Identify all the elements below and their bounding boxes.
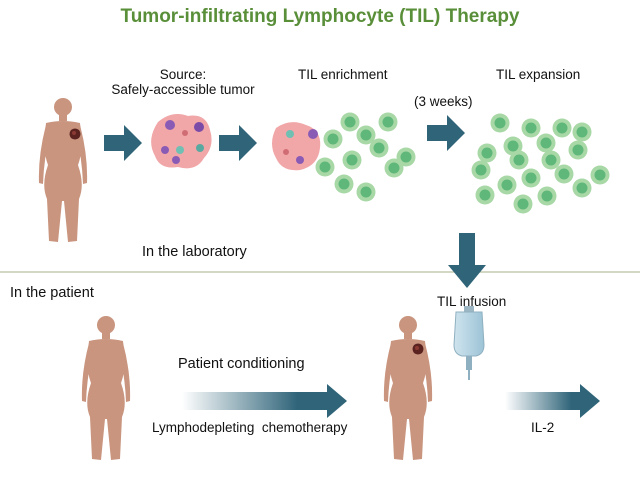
source-label-line2: Safely-accessible tumor <box>111 82 255 97</box>
iv-bag-icon <box>453 306 485 380</box>
infusion-label: TIL infusion <box>437 294 507 309</box>
tumor-site-icon <box>69 128 81 140</box>
arrow-expansion <box>427 115 465 151</box>
chemo-word-2: chemotherapy <box>261 420 348 435</box>
arrow-source <box>104 125 142 161</box>
arrow-enrichment <box>219 125 257 161</box>
conditioning-label: Patient conditioning <box>178 356 305 372</box>
tumor-mass <box>151 114 212 169</box>
arrow-il2 <box>505 384 600 418</box>
til-cells-enrichment <box>315 112 416 202</box>
tumor-site-icon <box>412 343 424 355</box>
patient-figure-after <box>383 316 433 460</box>
arrow-infusion-down <box>448 233 486 288</box>
expansion-label: TIL expansion <box>496 67 581 82</box>
enrichment-label: TIL enrichment <box>298 67 388 82</box>
source-label: Source: Safely-accessible tumor <box>103 67 263 97</box>
chemo-label: Lymphodepleting chemotherapy <box>152 420 347 435</box>
til-cells-expansion <box>471 113 610 214</box>
duration-label: (3 weeks) <box>414 94 473 109</box>
donor-figure <box>38 98 88 242</box>
il2-label: IL-2 <box>531 420 555 435</box>
tumor-fragment <box>272 122 321 171</box>
chemo-word-1: Lymphodepleting <box>152 420 255 435</box>
laboratory-section-label: In the laboratory <box>142 244 247 260</box>
patient-section-label: In the patient <box>10 285 94 301</box>
arrow-conditioning <box>182 384 347 418</box>
patient-figure-before <box>81 316 131 460</box>
source-label-line1: Source: <box>159 67 207 82</box>
diagram-title: Tumor-infiltrating Lymphocyte (TIL) Ther… <box>120 6 520 27</box>
